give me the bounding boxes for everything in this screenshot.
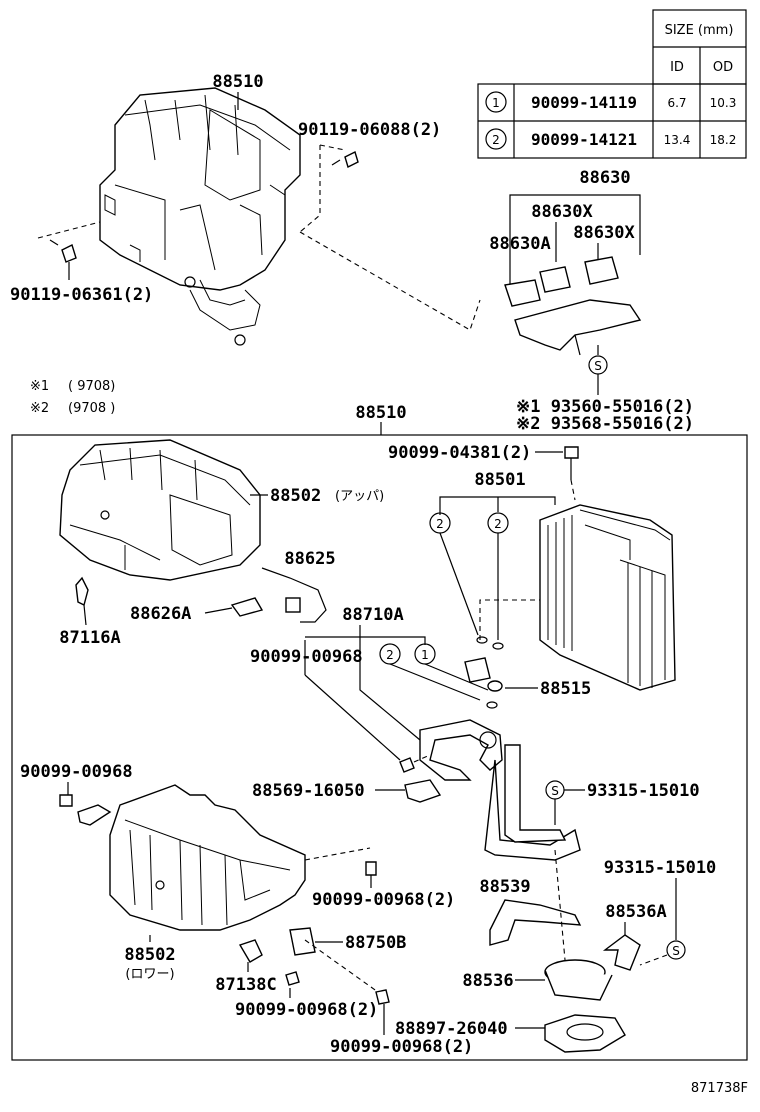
col-od-header: OD [713, 60, 733, 75]
label-88625: 88625 [284, 549, 335, 569]
bolt-90099-00968-d [285, 971, 300, 986]
label-90099-00968-a: 90099-00968 [250, 647, 363, 667]
bolt-90099-00968-left [59, 794, 73, 807]
label-93315-b: 93315-15010 [604, 858, 717, 878]
figure-code: 871738F [691, 1081, 748, 1096]
relay-bracket [504, 256, 642, 356]
s-symbol-top-label: S [594, 359, 602, 373]
row1-od: 10.3 [710, 96, 737, 110]
label-88515: 88515 [540, 679, 591, 699]
label-90099-00968-b: 90099-00968 [20, 762, 133, 782]
row2-od: 18.2 [710, 133, 737, 147]
suction-pipe [419, 719, 581, 861]
circle-1-a: 1 [421, 648, 429, 662]
label-88536: 88536 [462, 971, 513, 991]
circle-2-c: 2 [386, 648, 394, 662]
label-88536a: 88536A [605, 902, 666, 922]
bracket-88536a [602, 934, 641, 971]
gasket-88897 [544, 1014, 626, 1053]
col-id-header: ID [670, 60, 684, 75]
label-90099-00968-c: 90099-00968(2) [312, 890, 455, 910]
size-header: SIZE (mm) [665, 23, 734, 38]
bolt-90099-00968-pipe [399, 757, 415, 773]
expansion-valve [464, 657, 503, 692]
label-88502-lower: 88502 [124, 945, 175, 965]
label-88897: 88897-26040 [395, 1019, 508, 1039]
label-90099-00968-d: 90099-00968(2) [235, 1000, 378, 1020]
label-93568: ※2 93568-55016(2) [516, 414, 694, 434]
assembly-breakdown-box [11, 434, 748, 1061]
s-symbol-b-label: S [672, 944, 680, 958]
evaporator-core [539, 504, 676, 691]
label-88569: 88569-16050 [252, 781, 365, 801]
label-90099-04381: 90099-04381(2) [388, 443, 531, 463]
label-88630x-b: 88630X [573, 223, 635, 243]
label-88539: 88539 [479, 877, 530, 897]
row2-part: 90099-14121 [531, 130, 637, 149]
label-88710a: 88710A [342, 605, 403, 625]
label-87138c: 87138C [215, 975, 276, 995]
circle-2-a: 2 [436, 517, 444, 531]
clamp-88626a [230, 597, 264, 617]
label-88502-upper: 88502 [270, 486, 321, 506]
note1-range: ( 9708) [68, 379, 115, 394]
label-88510-top: 88510 [212, 72, 263, 92]
bolt-90099-00968-e [375, 989, 390, 1005]
label-93315-a: 93315-15010 [587, 781, 700, 801]
row1-no: 1 [492, 96, 500, 110]
bolt-90119-06361 [49, 239, 77, 263]
clamp-88569 [404, 779, 442, 803]
label-90119-06361: 90119-06361(2) [10, 285, 153, 305]
circle-2-b: 2 [494, 517, 502, 531]
pipe-88539 [489, 899, 582, 946]
label-88630: 88630 [579, 168, 630, 188]
label-88502-upper-note: (アッパ) [335, 489, 384, 504]
label-88501: 88501 [474, 470, 525, 490]
sensor-88750b [289, 927, 316, 956]
note2-mark: ※2 [30, 401, 49, 416]
bracket-left [77, 804, 112, 826]
s-symbol-b [666, 940, 686, 960]
evaporator-assembly-top [99, 87, 301, 346]
label-88510-box: 88510 [355, 403, 406, 423]
label-90119-06088: 90119-06088(2) [298, 120, 441, 140]
note1-mark: ※1 [30, 379, 49, 394]
bolt-90099-00968-c [365, 861, 377, 876]
s-symbol-a-label: S [551, 784, 559, 798]
size-table: SIZE (mm) ID OD 1 90099-14119 6.7 10.3 2… [477, 9, 747, 159]
label-88502-lower-note: (ロワー) [125, 967, 174, 982]
row1-part: 90099-14119 [531, 93, 637, 112]
note2-range: (9708 ) [68, 401, 115, 416]
label-87116a: 87116A [59, 628, 120, 648]
lower-case [109, 784, 306, 931]
drain-88536 [544, 959, 613, 1001]
label-90099-00968-e: 90099-00968(2) [330, 1037, 473, 1057]
clip-87138c [238, 939, 263, 963]
bolt-90099-04381 [564, 446, 579, 480]
row2-id: 13.4 [664, 133, 691, 147]
label-88630a: 88630A [489, 234, 550, 254]
upper-case [59, 439, 261, 581]
label-88626a: 88626A [130, 604, 191, 624]
bolt-90119-06088 [331, 151, 359, 168]
label-88630x-a: 88630X [531, 202, 593, 222]
row1-id: 6.7 [667, 96, 686, 110]
label-93560: ※1 93560-55016(2) [516, 397, 694, 417]
label-88750b: 88750B [345, 933, 406, 953]
row2-no: 2 [492, 133, 500, 147]
clip-87116a [75, 576, 89, 607]
thermistor-88625 [261, 567, 327, 623]
